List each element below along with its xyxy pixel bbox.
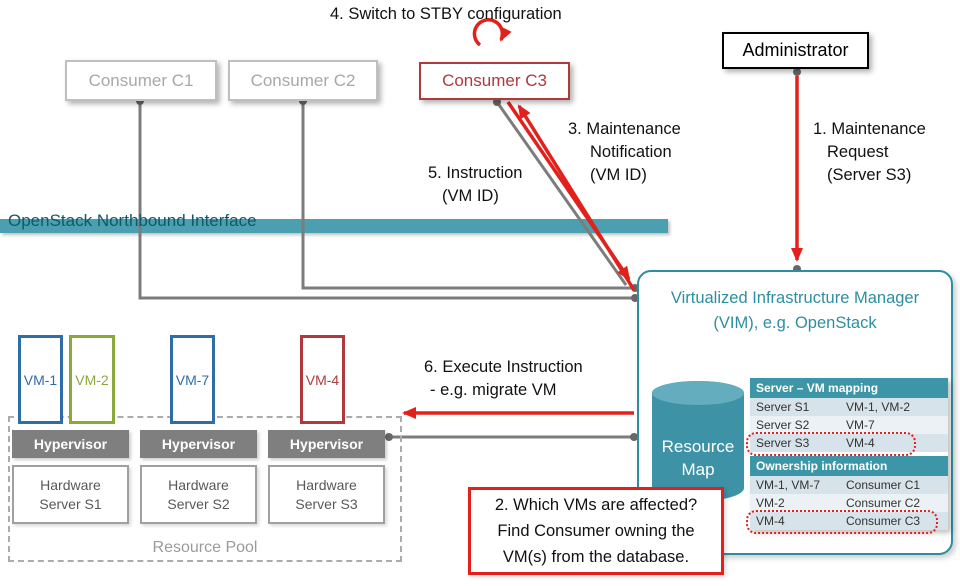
- vim-title: Virtualized Infrastructure Manager (VIM)…: [639, 272, 951, 336]
- hardware-server-s3-box: Hardware Server S3: [268, 465, 385, 524]
- highlight-server-s3-row: [746, 432, 916, 456]
- server-vm-row: Server S2 VM-7: [750, 416, 948, 434]
- red-arrows: [402, 18, 803, 419]
- hardware-server-s1-box: Hardware Server S1: [12, 465, 129, 524]
- hardware-s1-line2: Server S1: [39, 495, 102, 512]
- hardware-s1-line1: Hardware: [40, 476, 101, 493]
- vms-cell: VM-4: [756, 514, 785, 528]
- owner-cell: Consumer C2: [846, 496, 921, 510]
- step5-line2: (VM ID): [442, 187, 499, 205]
- owner-cell: Consumer C3: [846, 514, 921, 528]
- hypervisor-1-label: Hypervisor: [33, 436, 108, 452]
- step3-annotation: 3. Maintenance Notification (VM ID): [568, 118, 681, 187]
- owner-cell: Consumer C1: [846, 478, 921, 492]
- northbound-interface-bar: [0, 219, 668, 233]
- hypervisor-3-bar: Hypervisor: [268, 430, 385, 458]
- step5-line1: 5. Instruction: [428, 164, 523, 182]
- administrator-box: Administrator: [722, 32, 869, 69]
- consumer-c2-label: Consumer C2: [250, 70, 356, 90]
- resource-map-line1: Resource: [661, 437, 735, 456]
- highlight-vm4-owner-row: [746, 510, 938, 534]
- vm-1-label: VM-1: [23, 371, 58, 388]
- vms-cell: VM-4: [846, 436, 875, 450]
- vim-tables: Server – VM mapping Server S1 VM-1, VM-2…: [750, 378, 948, 530]
- hypervisor-2-bar: Hypervisor: [140, 430, 257, 458]
- server-vm-row: Server S3 VM-4: [750, 434, 948, 452]
- ownership-row: VM-4 Consumer C3: [750, 512, 948, 530]
- consumer-c1-label: Consumer C1: [88, 70, 194, 90]
- resource-map-line2: Map: [681, 460, 715, 479]
- vm-2-box: VM-2: [69, 335, 115, 424]
- step2-callout: 2. Which VMs are affected? Find Consumer…: [468, 487, 724, 575]
- gray-connectors: [138, 101, 635, 439]
- consumer-c3-box: Consumer C3: [419, 62, 570, 100]
- ownership-row: VM-2 Consumer C2: [750, 494, 948, 512]
- step1-line1: 1. Maintenance: [813, 120, 926, 138]
- consumer-c2-wire: [301, 101, 635, 290]
- step3-line1: 3. Maintenance: [568, 120, 681, 138]
- administrator-label: Administrator: [742, 40, 849, 60]
- ownership-information-header: Ownership information: [750, 456, 948, 476]
- maintenance-notification-arrow: [517, 104, 636, 291]
- vm-2-label: VM-2: [75, 371, 109, 388]
- hardware-s2-line2: Server S2: [167, 495, 230, 512]
- vms-cell: VM-1, VM-7: [756, 478, 821, 492]
- step1-line2: Request: [827, 143, 889, 161]
- vm-7-box: VM-7: [170, 335, 215, 424]
- hypervisor-3-label: Hypervisor: [289, 436, 364, 452]
- step6-line1: 6. Execute Instruction: [424, 358, 583, 376]
- hypervisor-2-label: Hypervisor: [161, 436, 236, 452]
- vms-cell: VM-7: [846, 418, 875, 432]
- hardware-s3-line2: Server S3: [295, 495, 358, 512]
- northbound-interface-label: OpenStack Northbound Interface: [8, 211, 257, 230]
- ownership-row: VM-1, VM-7 Consumer C1: [750, 476, 948, 494]
- resource-map-label: Resource Map: [650, 435, 746, 481]
- step5-annotation: 5. Instruction (VM ID): [428, 162, 522, 208]
- step6-line2: - e.g. migrate VM: [430, 381, 557, 399]
- resource-pool-label: Resource Pool: [152, 539, 258, 556]
- vim-title-line2: (VIM), e.g. OpenStack: [713, 314, 877, 332]
- resource-map-cylinder: [652, 381, 744, 501]
- step1-line3: (Server S3): [827, 166, 912, 184]
- step4-annotation: 4. Switch to STBY configuration: [330, 5, 562, 23]
- server-vm-mapping-header: Server – VM mapping: [750, 378, 948, 398]
- server-cell: Server S1: [756, 400, 810, 414]
- step2-line1: 2. Which VMs are affected?: [494, 496, 698, 514]
- vim-title-line1: Virtualized Infrastructure Manager: [670, 289, 920, 307]
- vms-cell: VM-1, VM-2: [846, 400, 911, 414]
- consumer-c3-wire: [495, 101, 628, 286]
- step6-annotation: 6. Execute Instruction - e.g. migrate VM: [424, 356, 583, 402]
- step2-line2: Find Consumer owning the: [497, 522, 695, 540]
- vm-4-box: VM-4: [300, 335, 345, 424]
- vm-7-label: VM-7: [175, 371, 210, 388]
- stby-switch-loop-arrow: [472, 18, 512, 47]
- vm-1-box: VM-1: [18, 335, 63, 424]
- vm-4-label: VM-4: [305, 371, 340, 388]
- consumer-c1-box: Consumer C1: [65, 60, 217, 101]
- consumer-c1-wire: [138, 101, 635, 300]
- step1-annotation: 1. Maintenance Request (Server S3): [813, 118, 926, 187]
- hypervisor-1-bar: Hypervisor: [12, 430, 129, 458]
- step3-line3: (VM ID): [590, 166, 647, 184]
- server-cell: Server S3: [756, 436, 810, 450]
- consumer-c3-label: Consumer C3: [442, 71, 547, 90]
- vms-cell: VM-2: [756, 496, 785, 510]
- consumer-c2-box: Consumer C2: [228, 60, 378, 101]
- hardware-s3-line1: Hardware: [296, 476, 357, 493]
- server-vm-row: Server S1 VM-1, VM-2: [750, 398, 948, 416]
- hardware-s2-line1: Hardware: [168, 476, 229, 493]
- server-cell: Server S2: [756, 418, 810, 432]
- hardware-server-s2-box: Hardware Server S2: [140, 465, 257, 524]
- step3-line2: Notification: [590, 143, 672, 161]
- step2-line3: VM(s) from the database.: [502, 548, 690, 566]
